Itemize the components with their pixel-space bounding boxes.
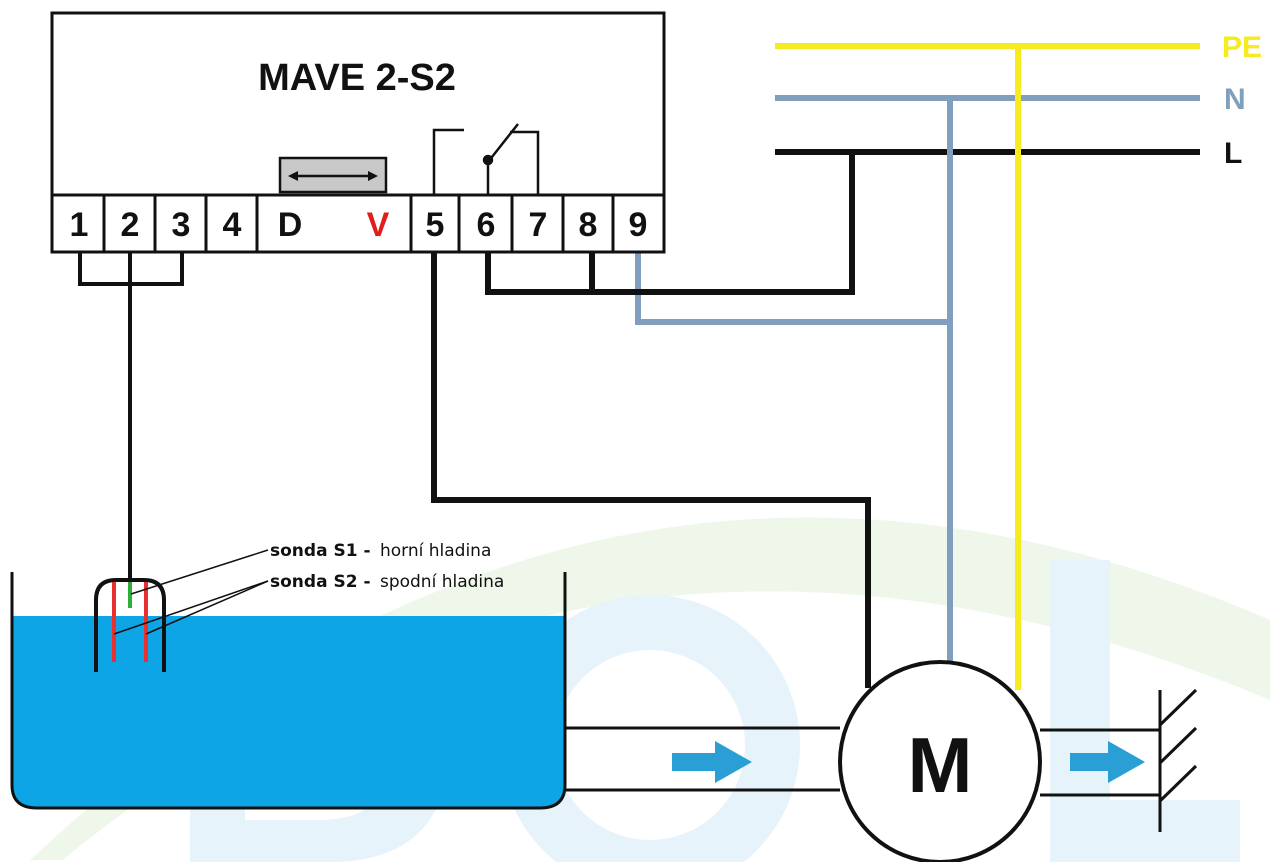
probe-s2-name: sonda S2 - — [270, 572, 371, 592]
motor-label: M — [908, 721, 973, 809]
terminal-5: 5 — [426, 206, 445, 244]
outlet-flow-arrow-icon — [1070, 741, 1145, 783]
inlet-flow-arrow-icon — [672, 741, 752, 783]
terminal-2: 2 — [121, 206, 140, 244]
terminal-9: 9 — [629, 206, 648, 244]
terminal-7: 7 — [529, 206, 548, 244]
water — [12, 616, 565, 808]
probe-s1-name: sonda S1 - — [270, 541, 371, 561]
pipes — [565, 726, 1160, 797]
terminal-3: 3 — [172, 206, 191, 244]
wall-hatch-icon — [1158, 688, 1198, 832]
terminal5-motor-wire — [431, 252, 871, 688]
terminal-v: V — [367, 206, 390, 244]
power-lines: PE N L — [775, 31, 1262, 170]
probe-s1-desc: horní hladina — [380, 541, 491, 561]
slider-arrow-right-icon — [368, 171, 378, 181]
probe-s2-desc: spodní hladina — [380, 572, 504, 592]
terminal-d: D — [278, 206, 303, 244]
terminal-dividers — [102, 195, 615, 252]
n-label: N — [1224, 83, 1246, 116]
probe-s1-leader — [130, 549, 269, 595]
level-probes: sonda S1 - horní hladina sonda S2 - spod… — [94, 541, 504, 672]
terminal9-n-wire — [635, 252, 950, 325]
motor: M — [838, 660, 1042, 862]
controller: MAVE 2-S2 1 2 3 4 D V — [50, 11, 666, 254]
wiring — [78, 46, 1021, 690]
terminal-6: 6 — [477, 206, 496, 244]
slider-arrow-left-icon — [288, 171, 298, 181]
probe-s2-label: sonda S2 - spodní hladina — [270, 572, 504, 592]
water-tank — [10, 572, 567, 810]
pe-label: PE — [1222, 31, 1262, 64]
l-wire — [485, 152, 855, 295]
probe-s1-label: sonda S1 - horní hladina — [270, 541, 491, 561]
probe-s2-leader-b — [145, 580, 269, 635]
probe-s2-leader-a — [113, 580, 269, 635]
terminal-1: 1 — [70, 206, 89, 244]
probe-housing — [94, 578, 166, 672]
relay-contact-icon — [432, 123, 540, 195]
terminal-strip — [50, 193, 666, 254]
terminal-4: 4 — [223, 206, 242, 244]
motor-circle — [838, 660, 1042, 862]
terminal-8: 8 — [579, 206, 598, 244]
controller-title: MAVE 2-S2 — [258, 57, 456, 99]
tank-outline — [10, 572, 567, 810]
l-label: L — [1224, 137, 1242, 170]
